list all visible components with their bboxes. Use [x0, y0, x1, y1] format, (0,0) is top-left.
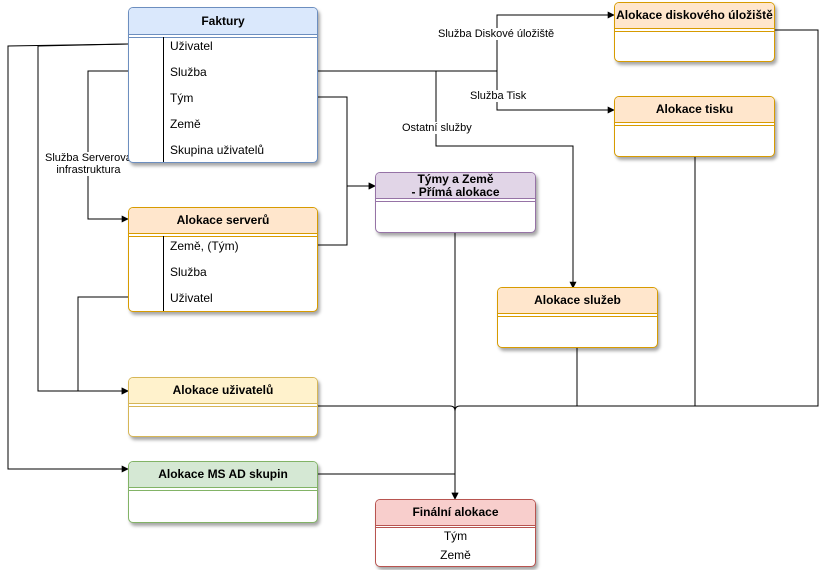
faktury-row-sluzba: Služba [170, 65, 207, 79]
table-alokace-uloziste[interactable]: Alokace diskového úložiště [614, 2, 775, 62]
table-alokace-uloziste-header: Alokace diskového úložiště [615, 3, 774, 29]
table-alokace-sluzeb[interactable]: Alokace služeb [497, 287, 658, 348]
tymy-header-line2: - Přímá alokace [411, 184, 500, 199]
edge-label-disk: Služba Diskové úložiště [438, 28, 555, 40]
servery-row-sluzba: Služba [170, 265, 207, 279]
edge-faktury-tisk [318, 70, 615, 114]
table-faktury[interactable]: Faktury Uživatel Služba Tým Země Skupina… [128, 7, 318, 163]
edge-faktury-uzivatele [37, 43, 129, 395]
edge-faktury-sluzby [318, 70, 577, 289]
table-alokace-msad[interactable]: Alokace MS AD skupin [128, 461, 318, 523]
table-faktury-header: Faktury [129, 8, 317, 35]
edge-label-server-line1: Služba Serverová [45, 152, 132, 164]
table-alokace-tisku[interactable]: Alokace tisku [614, 96, 775, 157]
table-alokace-serveru-header: Alokace serverů [129, 208, 317, 234]
faktury-row-tym: Tým [170, 91, 194, 105]
edge-faktury-uloziste [318, 11, 615, 72]
faktury-row-uzivatel: Uživatel [170, 39, 213, 53]
servery-row-uzivatel: Uživatel [170, 291, 213, 305]
table-alokace-msad-header: Alokace MS AD skupin [129, 462, 317, 488]
servery-row-zeme-tym: Země, (Tým) [170, 239, 239, 253]
faktury-row-skupina: Skupina uživatelů [170, 143, 265, 157]
finalni-row-zeme: Země [440, 548, 471, 562]
edge-uloziste-finalni [695, 29, 819, 407]
table-alokace-tisku-header: Alokace tisku [615, 97, 774, 123]
edge-sluzby-finalni [454, 348, 578, 412]
table-alokace-sluzeb-header: Alokace služeb [498, 288, 657, 314]
edge-tisk-finalni [577, 157, 696, 407]
edge-uzivatele-finalni [318, 405, 456, 412]
edge-label-server-line2: infrastruktura [56, 164, 121, 176]
edge-label-ostatni: Ostatní služby [402, 122, 472, 134]
edge-servery-tymy [318, 182, 376, 246]
table-finalni-alokace-header: Finální alokace [376, 500, 535, 526]
edge-faktury-tymy [318, 96, 376, 190]
edge-label-tisk: Služba Tisk [470, 90, 527, 102]
table-alokace-uzivatelu[interactable]: Alokace uživatelů [128, 377, 318, 437]
faktury-row-zeme: Země [170, 117, 201, 131]
table-alokace-uzivatelu-header: Alokace uživatelů [129, 378, 317, 404]
tymy-header-line1: Týmy a Země [417, 172, 494, 186]
edge-label-server: Služba Serverová infrastruktura [45, 152, 132, 176]
table-alokace-serveru[interactable]: Alokace serverů Země, (Tým) Služba Uživa… [128, 207, 318, 312]
table-tymy-a-zeme-header: Týmy a Země - Přímá alokace [376, 173, 535, 199]
table-tymy-a-zeme[interactable]: Týmy a Země - Přímá alokace [375, 172, 536, 233]
edge-servery-uzivatele [77, 296, 129, 395]
edge-faktury-msad [7, 43, 129, 473]
edge-faktury-servery [87, 70, 129, 223]
finalni-row-tym: Tým [443, 529, 468, 543]
edge-msad-finalni [318, 473, 459, 500]
table-finalni-alokace[interactable]: Finální alokace Tým Země [375, 499, 536, 567]
